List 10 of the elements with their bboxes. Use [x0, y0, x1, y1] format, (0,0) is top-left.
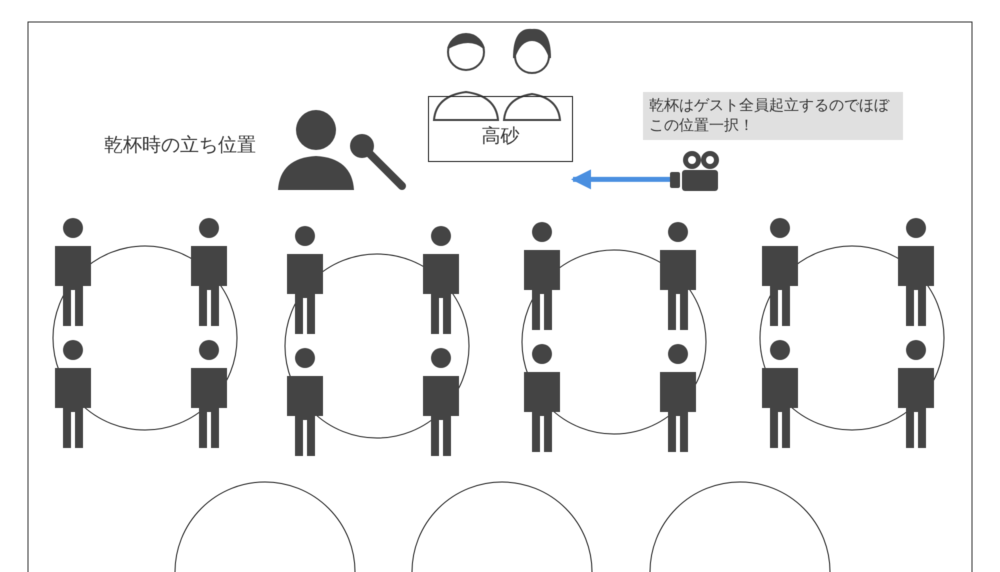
head-table — [428, 96, 573, 162]
round-table — [174, 482, 356, 572]
round-table — [412, 482, 592, 572]
note-box — [643, 92, 903, 140]
round-table — [650, 482, 830, 572]
table-label: 高砂 — [482, 124, 520, 149]
position-label: 乾杯時の立ち位置 — [104, 133, 256, 158]
video-camera-icon — [670, 150, 720, 192]
arrow — [571, 169, 670, 190]
note-text: 乾杯はゲスト全員起立するのでほぼこの位置一択！ — [649, 96, 889, 134]
